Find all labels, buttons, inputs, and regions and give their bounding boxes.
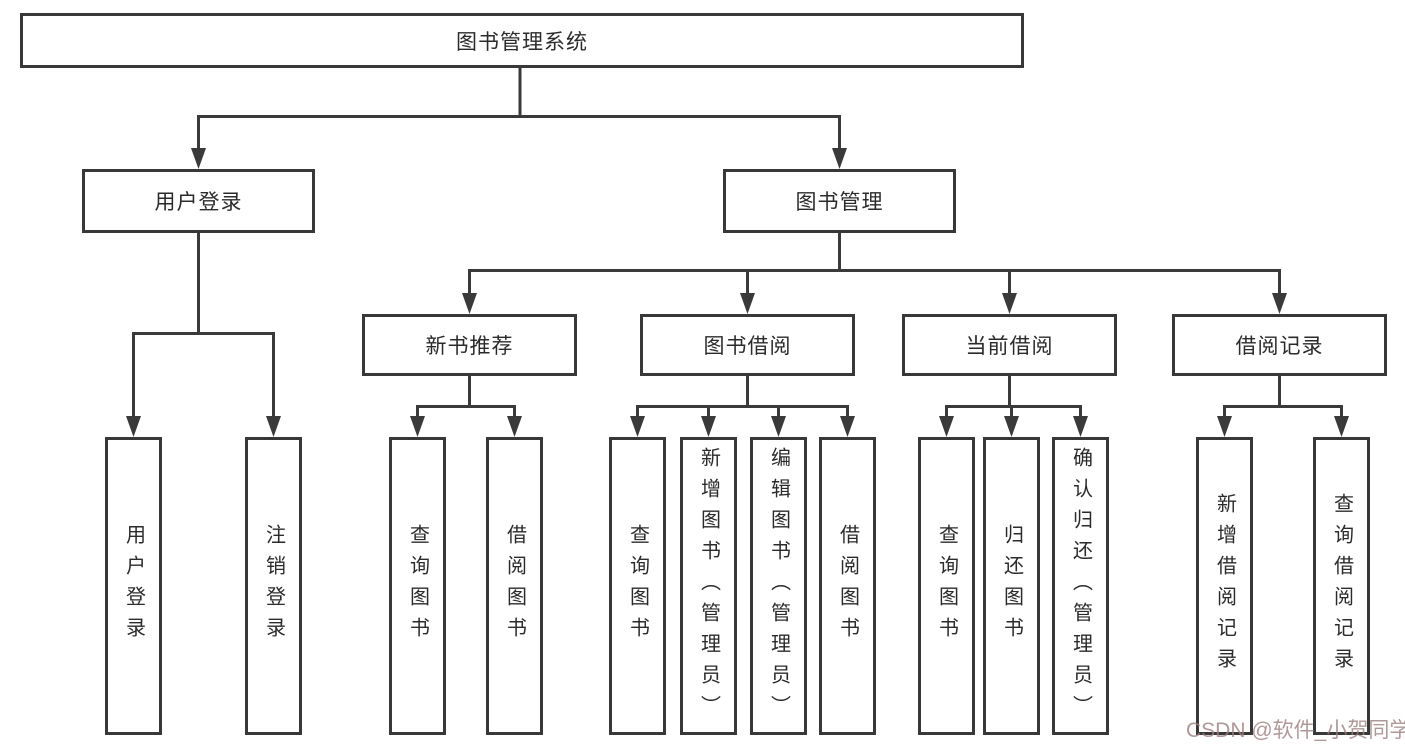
node-new-book-recommend-label: 新书推荐	[425, 335, 514, 358]
leaf-return-books: 归还图书	[983, 437, 1040, 735]
leaf-user-login-label: 用户登录	[122, 524, 145, 648]
leaf-query-books-recommend: 查询图书	[389, 437, 446, 735]
leaf-query-books-recommend-label: 查询图书	[406, 524, 429, 648]
leaf-query-books-current: 查询图书	[918, 437, 975, 735]
leaf-query-books-borrowing-label: 查询图书	[626, 524, 649, 648]
leaf-borrow-books: 借阅图书	[819, 437, 876, 735]
node-book-borrowing-label: 图书借阅	[703, 335, 792, 358]
leaf-confirm-return-admin-label: 确认归还（管理员）	[1069, 446, 1092, 726]
leaf-add-books-admin: 新增图书（管理员）	[680, 437, 737, 735]
node-system-root-label: 图书管理系统	[456, 30, 588, 54]
node-borrowing-records-label: 借阅记录	[1235, 335, 1324, 358]
leaf-confirm-return-admin: 确认归还（管理员）	[1052, 437, 1109, 735]
leaf-query-borrow-record-label: 查询借阅记录	[1330, 493, 1353, 679]
leaf-query-borrow-record: 查询借阅记录	[1313, 437, 1370, 735]
leaf-add-borrow-record-label: 新增借阅记录	[1213, 493, 1236, 679]
node-system-root: 图书管理系统	[20, 13, 1024, 68]
leaf-user-login: 用户登录	[105, 437, 162, 735]
node-current-borrowing: 当前借阅	[902, 314, 1117, 376]
node-user-login: 用户登录	[82, 169, 315, 233]
node-new-book-recommend: 新书推荐	[362, 314, 577, 376]
node-borrowing-records: 借阅记录	[1172, 314, 1387, 376]
leaf-borrow-books-label: 借阅图书	[836, 524, 859, 648]
node-current-borrowing-label: 当前借阅	[965, 335, 1054, 358]
leaf-borrow-books-recommend-label: 借阅图书	[503, 524, 526, 648]
node-book-borrowing: 图书借阅	[640, 314, 855, 376]
node-book-management: 图书管理	[723, 169, 956, 233]
leaf-query-books-borrowing: 查询图书	[609, 437, 666, 735]
leaf-borrow-books-recommend: 借阅图书	[486, 437, 543, 735]
leaf-add-books-admin-label: 新增图书（管理员）	[697, 446, 720, 726]
node-book-management-label: 图书管理	[795, 191, 884, 214]
leaf-edit-books-admin: 编辑图书（管理员）	[750, 437, 807, 735]
leaf-logout-login: 注销登录	[245, 437, 302, 735]
node-user-login-label: 用户登录	[154, 191, 243, 214]
leaf-logout-login-label: 注销登录	[262, 524, 285, 648]
leaf-add-borrow-record: 新增借阅记录	[1196, 437, 1253, 735]
leaf-query-books-current-label: 查询图书	[935, 524, 958, 648]
leaf-return-books-label: 归还图书	[1000, 524, 1023, 648]
leaf-edit-books-admin-label: 编辑图书（管理员）	[767, 446, 790, 726]
csdn-watermark: CSDN @软件_小贺同学	[1186, 719, 1405, 742]
